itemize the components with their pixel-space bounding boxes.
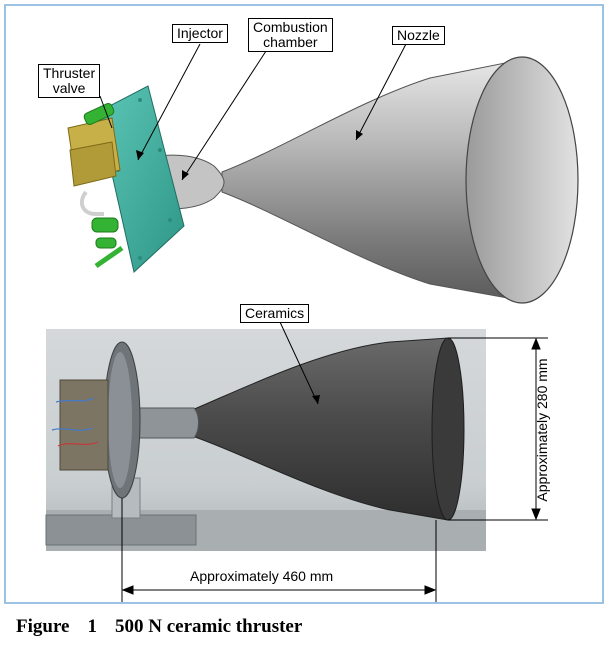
height-dimension-text: Approximately 280 mm [534,358,550,502]
ceramic-thruster-photo [45,329,486,551]
leader-arrowheads [136,130,363,404]
mounting-plate [97,85,185,273]
ceramics-label: Ceramics [240,304,310,323]
leader-lines [99,43,407,405]
valve-assembly [59,379,109,471]
caption-figure-number: 1 [87,616,97,637]
valve-pipes [83,103,119,249]
ceramics-label-text: Ceramics [245,305,305,321]
dimension-lines [121,337,548,602]
nozzle-label: Nozzle [392,26,445,45]
cad-rendering [67,56,579,304]
length-dimension-text: Approximately 460 mm [190,568,334,584]
caption-figure-word: Figure [16,616,70,637]
injector-label-text: Injector [177,25,223,41]
thruster-valve-label: Thruster valve [38,64,101,98]
combustion-label-line2: chamber [263,34,318,50]
thruster-label-line2: valve [52,80,86,96]
combustion-label-line1: Combustion [253,19,328,35]
test-stand [45,514,197,546]
figure-caption: Figure 1 500 N ceramic thruster [16,616,320,638]
nozzle-label-text: Nozzle [397,27,440,43]
nozzle-mouth [465,56,579,304]
combustion-chamber-label: Combustion chamber [248,18,333,52]
injector-label: Injector [172,24,228,43]
thruster-label-line1: Thruster [43,65,96,81]
caption-title: 500 N ceramic thruster [114,616,303,637]
